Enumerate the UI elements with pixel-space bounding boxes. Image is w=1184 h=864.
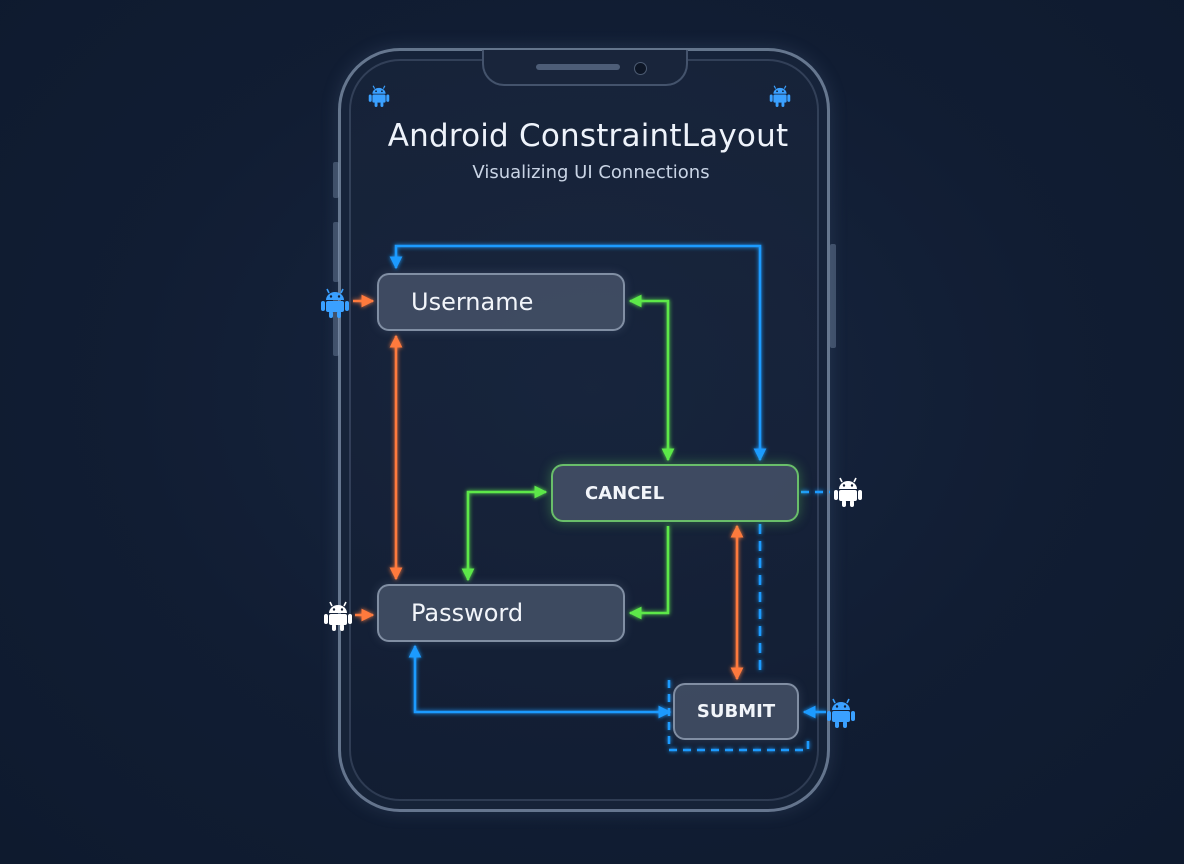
cancel-button[interactable]: CANCEL <box>551 464 799 522</box>
password-label: Password <box>411 599 524 627</box>
page-title: Android ConstraintLayout <box>387 118 789 154</box>
blue-constraint-bottom <box>408 644 672 719</box>
phone-side-button <box>333 296 339 356</box>
cancel-label: CANCEL <box>585 482 665 504</box>
phone-speaker <box>536 64 620 70</box>
username-field[interactable]: Username <box>377 273 625 331</box>
submit-button[interactable]: SUBMIT <box>673 683 799 740</box>
phone-side-button <box>830 244 836 348</box>
blue-dashed-guide-submit-box <box>667 680 810 752</box>
username-label: Username <box>411 288 534 316</box>
submit-label: SUBMIT <box>696 701 776 722</box>
phone-camera <box>634 62 647 75</box>
green-constraint-cancel-password-right <box>628 526 670 620</box>
green-constraint-username-cancel <box>628 294 675 462</box>
android-icon <box>368 85 390 107</box>
phone-side-button <box>333 162 339 198</box>
android-icon <box>769 85 791 107</box>
page-subtitle: Visualizing UI Connections <box>472 162 710 183</box>
phone-side-button <box>333 222 339 282</box>
android-icon <box>321 288 349 318</box>
password-field[interactable]: Password <box>377 584 625 642</box>
blue-constraint-top <box>389 244 767 462</box>
android-icon <box>324 601 352 631</box>
green-constraint-cancel-password <box>461 485 548 582</box>
android-icon <box>834 477 862 507</box>
android-icon <box>827 698 855 728</box>
